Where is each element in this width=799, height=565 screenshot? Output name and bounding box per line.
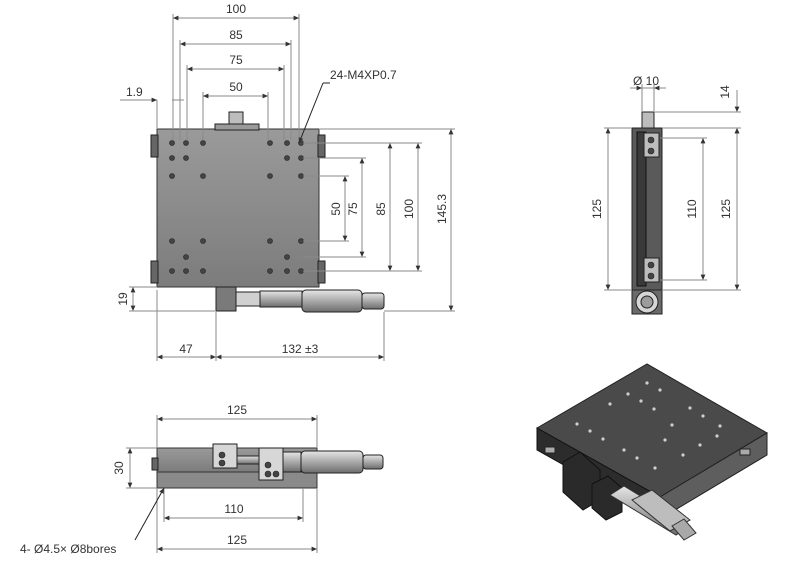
front-view-micrometer-sleeve (282, 451, 302, 473)
front-view-clamp-left (151, 457, 159, 471)
dim-top-85: 85 (229, 28, 243, 42)
iso-holes (575, 381, 722, 470)
iso-clamp-right (739, 448, 751, 456)
dim-bottom-132: 132 ±3 (282, 342, 319, 356)
dim-front-top-125: 125 (227, 403, 247, 417)
front-view: 125 30 110 125 4- Ø4.5× Ø8bores (20, 403, 384, 556)
dim-front-left-30: 30 (112, 461, 126, 475)
dim-front-bottom-125: 125 (227, 533, 247, 547)
front-view-rod (236, 455, 260, 465)
top-view-clamp-right-lower (317, 260, 326, 284)
thread-note: 24-M4XP0.7 (330, 68, 397, 82)
top-view-micrometer-sleeve (259, 290, 303, 308)
iso-view (535, 363, 768, 541)
top-view-clamp-left-lower (150, 260, 159, 284)
dim-top-75: 75 (229, 53, 243, 67)
bore-note: 4- Ø4.5× Ø8bores (20, 542, 116, 556)
dim-right-100: 100 (402, 199, 416, 219)
side-view: Ø 10 14 125 110 125 (590, 74, 741, 315)
front-view-micrometer-ratchet (362, 454, 384, 470)
dim-top-50: 50 (229, 80, 243, 94)
dim-side-right-110: 110 (685, 199, 699, 218)
dim-front-inner-110: 110 (224, 502, 243, 516)
front-view-micrometer-thimble (300, 450, 364, 474)
top-view-clamp-left-upper (150, 134, 159, 158)
iso-micrometer-mount-2 (591, 475, 623, 521)
top-view-micrometer-thimble (301, 289, 363, 313)
top-view-holes (169, 140, 304, 274)
side-view-screw-3 (647, 261, 655, 269)
side-view-rail (636, 131, 647, 287)
dim-right-145-3: 145.3 (435, 194, 449, 224)
side-view-screw-2 (647, 147, 655, 155)
dim-right-75: 75 (346, 202, 360, 216)
dim-offset-1-9: 1.9 (126, 85, 143, 99)
top-view-clamp-right-upper (317, 134, 326, 158)
dim-side-diameter-10: Ø 10 (633, 74, 659, 88)
top-view-plate (156, 128, 320, 288)
side-view-screw-1 (647, 136, 655, 144)
iso-clamp-left (544, 446, 556, 454)
top-view-micrometer-mount (215, 286, 237, 312)
dim-side-14: 14 (718, 85, 732, 99)
side-view-knob (641, 111, 655, 129)
dim-right-85: 85 (374, 202, 388, 216)
side-view-screw-4 (647, 272, 655, 280)
iso-micrometer-ratchet (671, 518, 697, 541)
dim-top-100: 100 (226, 2, 246, 16)
dim-left-19: 19 (116, 292, 130, 306)
dim-right-50: 50 (329, 202, 343, 216)
dim-bottom-47: 47 (179, 342, 193, 356)
dim-side-left-125: 125 (590, 199, 604, 219)
top-view: 100 85 75 50 1.9 24-M4XP0.7 50 75 85 100… (116, 2, 455, 361)
dim-side-right-125: 125 (719, 199, 733, 219)
top-view-knob-base (214, 123, 260, 131)
top-view-micrometer-ratchet (361, 292, 385, 310)
top-view-micrometer-body (235, 291, 261, 307)
iso-micrometer-thimble (631, 489, 691, 532)
front-view-lower-plate (156, 471, 318, 489)
